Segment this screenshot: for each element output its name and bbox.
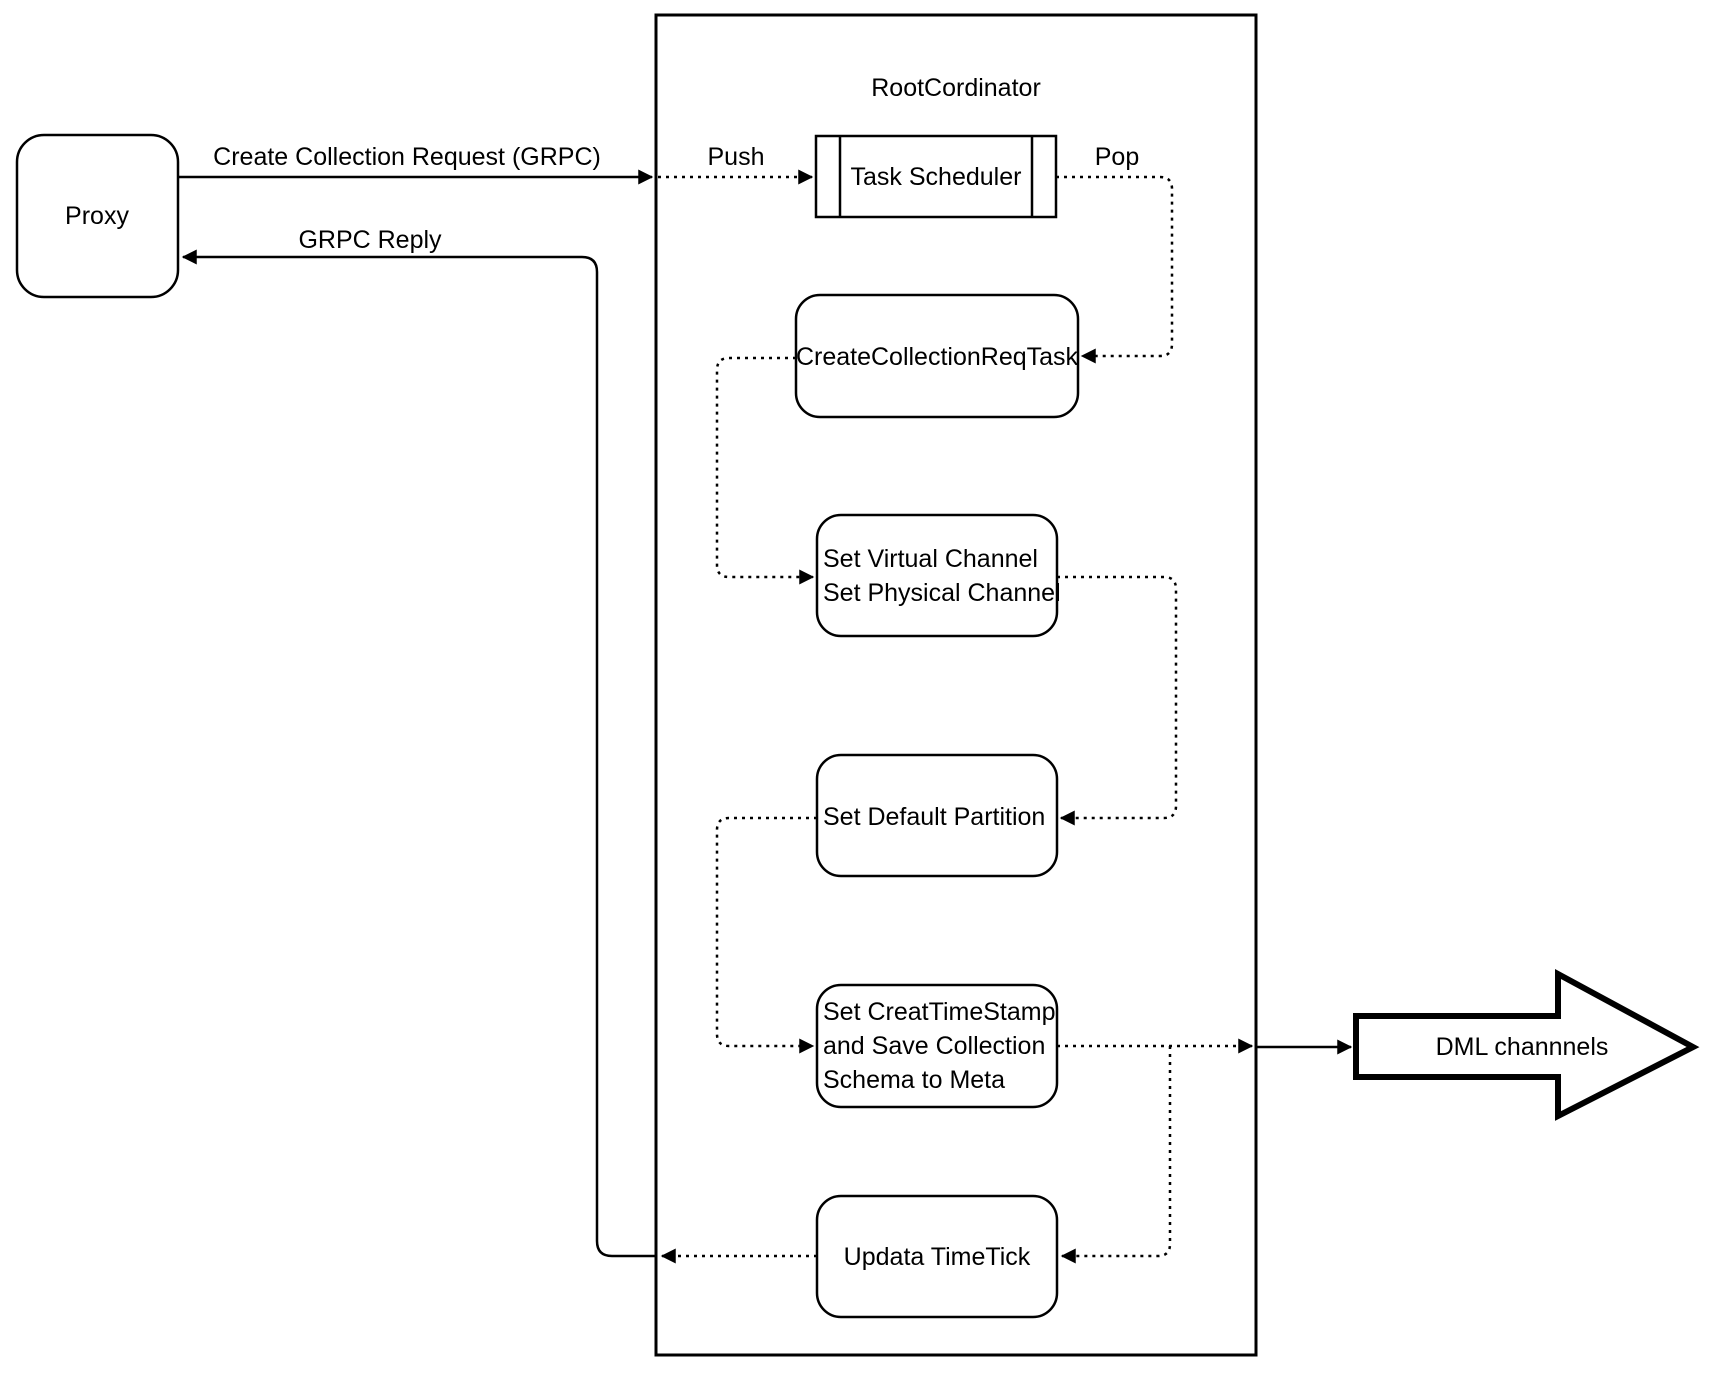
set-channels-node — [815, 513, 1059, 638]
set-channels-label-line1: Set Virtual Channel — [823, 545, 1038, 573]
create-collection-req-task-label: CreateCollectionReqTask — [796, 343, 1079, 371]
set-channels-label-line2: Set Physical Channel — [823, 579, 1061, 607]
grpc-reply-edge — [181, 249, 656, 1258]
set-default-partition-node — [815, 753, 1059, 878]
dml-channels-label: DML channnels — [1436, 1033, 1609, 1061]
set-default-partition-label: Set Default Partition — [823, 803, 1045, 831]
set-creat-timestamp-label-line1: Set CreatTimeStamp — [823, 998, 1055, 1026]
create-collection-request-label: Create Collection Request (GRPC) — [213, 143, 601, 171]
dml-channels-arrow-shape — [1353, 968, 1700, 1121]
pop-edge — [1056, 175, 1174, 364]
push-label: Push — [708, 143, 765, 171]
proxy-label: Proxy — [65, 202, 129, 230]
updata-timetick-label: Updata TimeTick — [844, 1243, 1031, 1271]
proxy-node — [15, 133, 180, 299]
grpc-reply-label: GRPC Reply — [298, 226, 442, 254]
create-collection-req-task-node — [794, 293, 1080, 419]
partition-to-timestamp-edge — [715, 816, 817, 1054]
rootcoordinator-title: RootCordinator — [871, 74, 1041, 102]
set-creat-timestamp-label-line3: Schema to Meta — [823, 1066, 1005, 1094]
timestamp-to-timetick-edge — [1060, 1046, 1172, 1264]
set-creat-timestamp-label-line2: and Save Collection — [823, 1032, 1045, 1060]
task-scheduler-node — [814, 134, 1058, 219]
task-scheduler-label: Task Scheduler — [851, 163, 1022, 191]
setchannels-to-partition-edge — [1057, 575, 1178, 826]
pop-label: Pop — [1095, 143, 1139, 171]
rootcoordinator-container — [654, 13, 1258, 1357]
